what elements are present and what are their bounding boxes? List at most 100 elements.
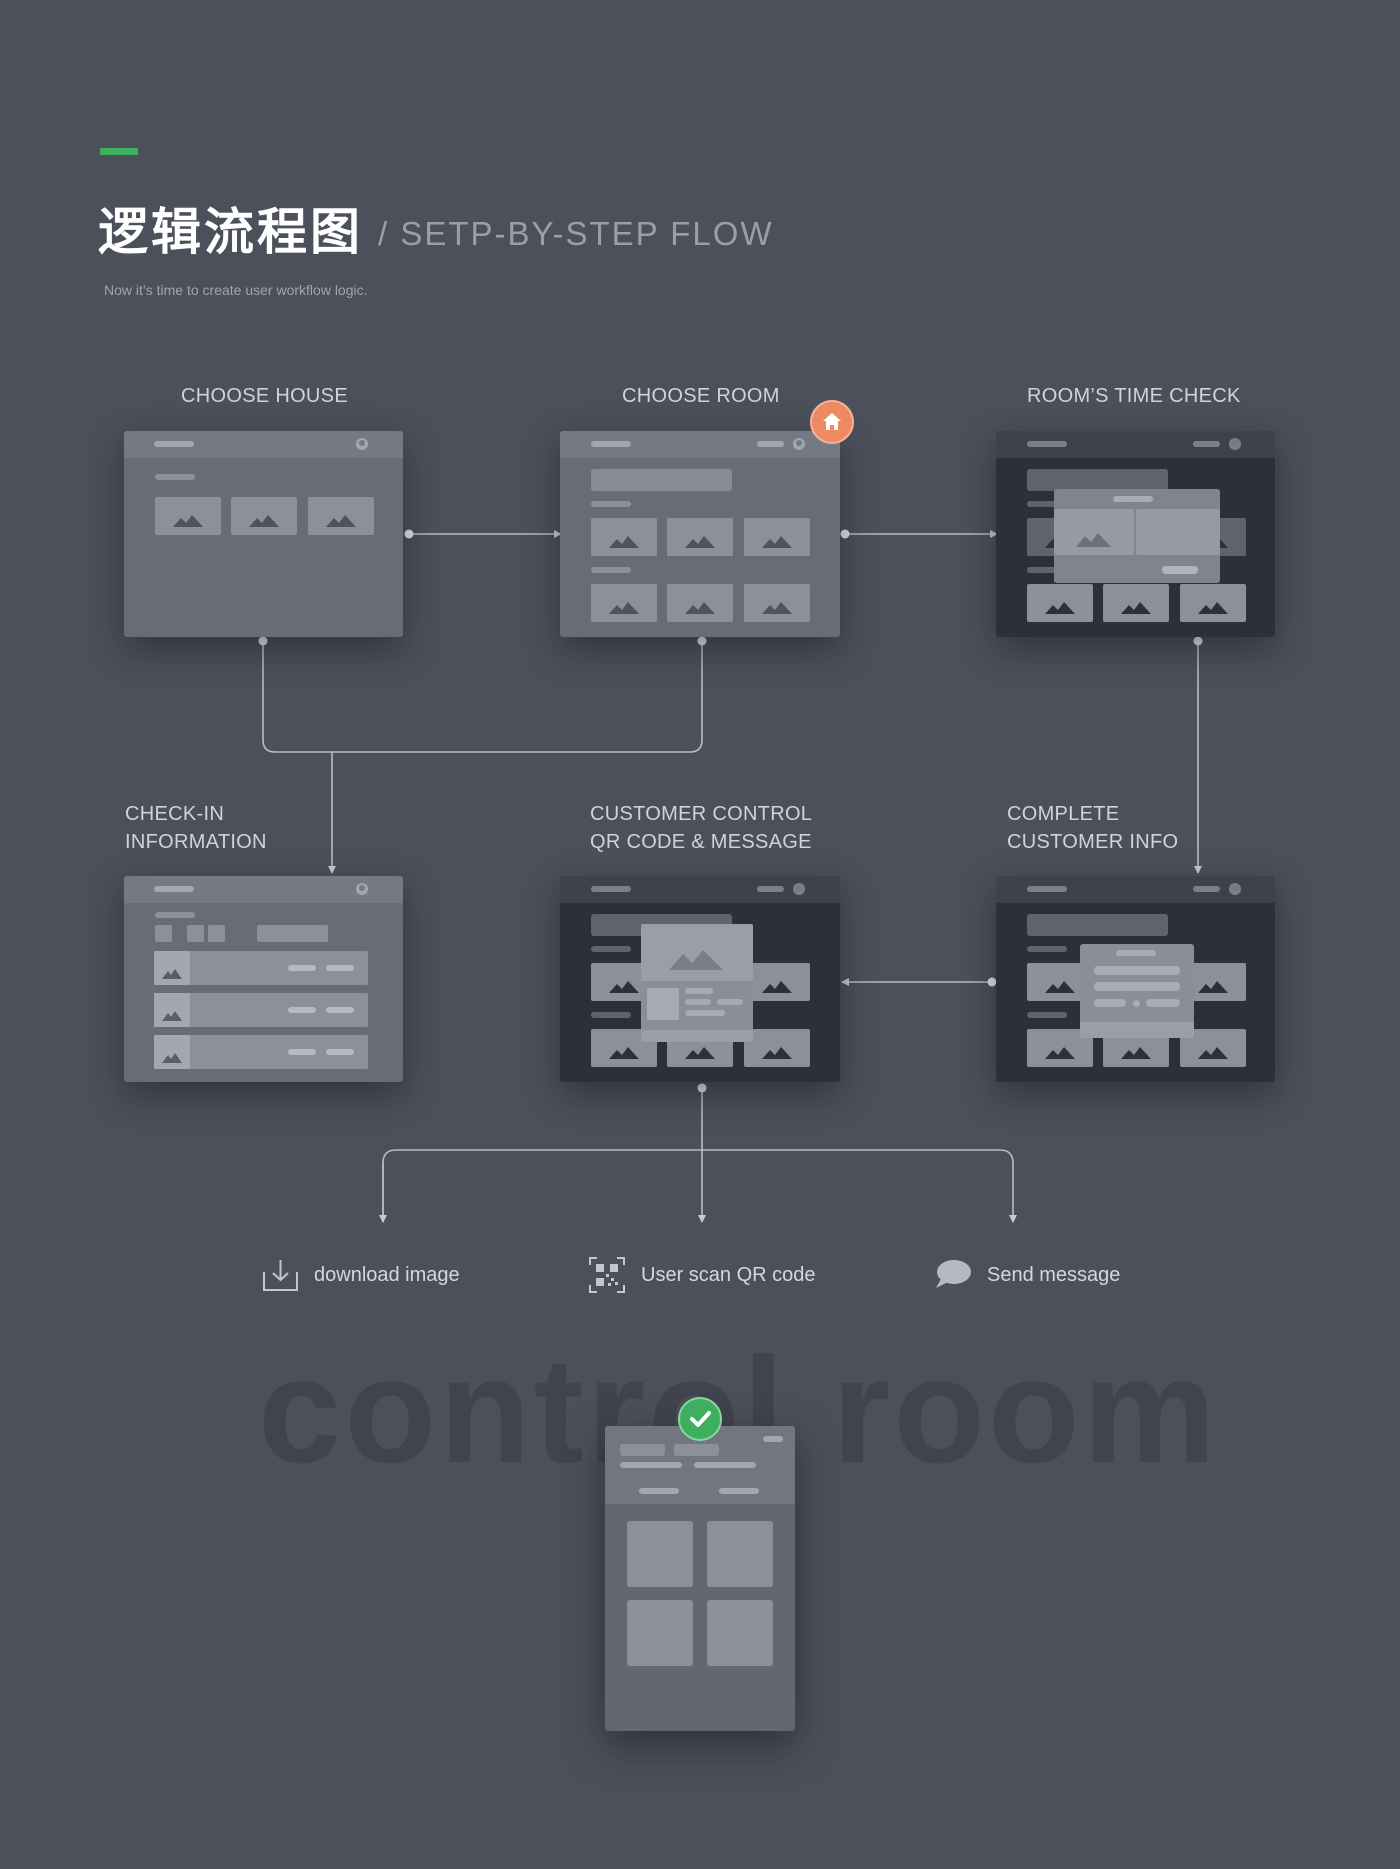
card-header <box>996 431 1275 458</box>
control-tile <box>707 1600 773 1666</box>
row-pill <box>326 1049 354 1055</box>
avatar-icon <box>793 883 805 895</box>
image-placeholder-icon <box>591 584 657 622</box>
outcome-message-label: Send message <box>987 1264 1121 1286</box>
step-label-line: CUSTOMER INFO <box>1007 831 1179 853</box>
image-placeholder-icon <box>641 924 753 981</box>
step-label-line: COMPLETE <box>1007 803 1120 825</box>
step-label-customer-control: CUSTOMER CONTROL QR CODE & MESSAGE <box>590 800 812 856</box>
form-dot <box>1133 1000 1140 1007</box>
section-line <box>1027 946 1067 952</box>
form-footer <box>1080 1022 1194 1038</box>
image-placeholder-icon <box>231 497 297 535</box>
header-pill <box>1193 441 1220 447</box>
header-pill <box>757 441 784 447</box>
list-item <box>154 951 368 985</box>
header-pill <box>154 441 194 447</box>
qr-message-modal <box>641 924 753 1042</box>
card-header <box>124 431 403 458</box>
header-pill <box>1027 886 1067 892</box>
avatar-icon <box>1229 438 1241 450</box>
row-pill <box>326 1007 354 1013</box>
image-placeholder-icon <box>1027 584 1093 622</box>
chat-bubble-icon <box>934 1258 972 1290</box>
section-line <box>1027 501 1067 507</box>
form-title-line <box>1116 950 1156 956</box>
image-placeholder-icon <box>744 963 810 1001</box>
section-line <box>591 1012 631 1018</box>
image-placeholder-icon <box>667 518 733 556</box>
avatar-icon <box>356 883 368 895</box>
page-title-english: / SETP-BY-STEP FLOW <box>378 215 774 252</box>
step-label-complete: COMPLETE CUSTOMER INFO <box>1007 800 1178 856</box>
qr-thumbnail <box>647 988 679 1020</box>
outcome-download-label: download image <box>314 1264 460 1286</box>
row-pill <box>288 1049 316 1055</box>
wireframe-choose-room <box>560 431 840 637</box>
section-line <box>1027 567 1067 573</box>
image-placeholder-icon <box>1054 509 1134 555</box>
card-header <box>560 431 840 458</box>
header-block <box>620 1444 665 1456</box>
header-line <box>620 1462 682 1468</box>
section-line <box>591 501 631 507</box>
row-pill <box>288 965 316 971</box>
wireframe-complete-info <box>996 876 1275 1082</box>
header-pill <box>757 886 784 892</box>
list-item <box>154 1035 368 1069</box>
header-pill <box>591 441 631 447</box>
image-placeholder-icon <box>155 497 221 535</box>
header-pill <box>154 886 194 892</box>
step-label-time-check: ROOM’S TIME CHECK <box>1027 385 1241 407</box>
image-placeholder-icon <box>1180 584 1246 622</box>
card-header <box>560 876 840 903</box>
modal-button <box>1162 566 1198 574</box>
connector-control-branch <box>382 1149 1017 1223</box>
image-placeholder-icon <box>154 951 190 985</box>
step-label-line: QR CODE & MESSAGE <box>590 831 812 853</box>
section-line <box>591 946 631 952</box>
avatar-icon <box>793 438 805 450</box>
section-line <box>155 474 195 480</box>
wireframe-checkin <box>124 876 403 1082</box>
image-placeholder-icon <box>308 497 374 535</box>
filter-chip <box>155 925 172 942</box>
check-icon <box>678 1397 722 1441</box>
image-placeholder-icon <box>744 518 810 556</box>
filter-chip <box>187 925 204 942</box>
step-label-choose-house: CHOOSE HOUSE <box>181 385 348 407</box>
info-line <box>685 988 713 994</box>
form-field <box>1094 982 1180 991</box>
header-pill <box>591 886 631 892</box>
accent-bar <box>100 148 138 155</box>
avatar-icon <box>356 438 368 450</box>
modal-title-line <box>1113 496 1153 502</box>
image-placeholder-icon <box>591 518 657 556</box>
form-field <box>1094 999 1126 1007</box>
image-placeholder-icon <box>1103 584 1169 622</box>
control-tile <box>707 1521 773 1587</box>
section-line <box>155 912 195 918</box>
outcome-scan-label: User scan QR code <box>641 1264 816 1286</box>
page-subtitle: Now it’s time to create user workflow lo… <box>104 282 368 298</box>
tab-line <box>719 1488 759 1494</box>
connector-house-room-merge <box>262 640 703 753</box>
wireframe-time-check <box>996 431 1275 637</box>
step-label-line: CUSTOMER CONTROL <box>590 803 813 825</box>
section-line <box>591 567 631 573</box>
control-tile <box>627 1521 693 1587</box>
filter-field <box>257 925 328 942</box>
step-label-line: INFORMATION <box>125 831 267 853</box>
date-panel <box>1136 509 1220 555</box>
image-placeholder-icon <box>154 993 190 1027</box>
list-item <box>154 993 368 1027</box>
title-block <box>591 469 732 491</box>
title-block <box>1027 469 1168 491</box>
wireframe-control-room-mobile <box>605 1426 795 1731</box>
step-label-checkin: CHECK-IN INFORMATION <box>125 800 267 856</box>
header-pill <box>1027 441 1067 447</box>
section-line <box>1027 1012 1067 1018</box>
page-title: 逻辑流程图 <box>98 203 363 261</box>
step-label-choose-room: CHOOSE ROOM <box>622 385 780 407</box>
